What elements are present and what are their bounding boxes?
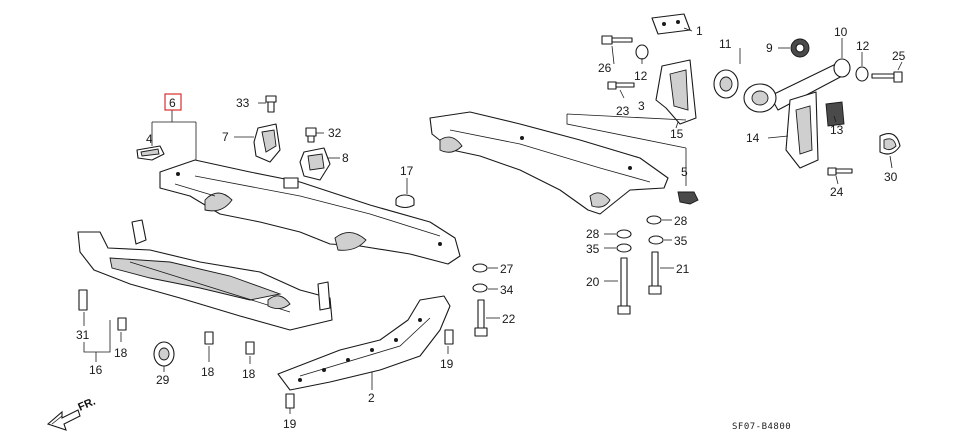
label-part-7: 7: [222, 130, 229, 144]
label-part-4: 4: [146, 132, 153, 146]
label-part-22: 22: [502, 312, 516, 326]
label-part-23: 23: [616, 104, 630, 118]
washers-28-35-27-34: [472, 215, 664, 293]
direction-label: FR.: [76, 396, 97, 414]
label-part-26: 26: [598, 61, 612, 75]
lower-plate-part-2: [277, 295, 451, 391]
label-part-8: 8: [342, 151, 349, 165]
bolt-part-20: [617, 257, 631, 315]
label-part-35-right: 35: [674, 234, 688, 248]
front-crossmember: [159, 159, 461, 265]
label-part-20: 20: [586, 275, 600, 289]
bolt-part-24: [827, 167, 853, 176]
label-part-11: 11: [719, 37, 732, 51]
bolt-part-33: [265, 95, 277, 113]
label-part-29: 29: [156, 373, 170, 387]
cap-part-17: [395, 194, 415, 209]
label-part-28-left: 28: [586, 227, 600, 241]
bracket-part-15: [655, 59, 697, 125]
label-part-16: 16: [89, 363, 103, 377]
label-part-18-right: 18: [242, 367, 256, 381]
label-part-35-left: 35: [586, 242, 600, 256]
label-part-2: 2: [368, 391, 375, 405]
label-part-27: 27: [500, 262, 514, 276]
label-part-19-right: 19: [440, 357, 454, 371]
highlight-box-part-6: [164, 93, 182, 111]
bolt-part-23: [607, 81, 635, 90]
label-part-12-right: 12: [856, 39, 870, 53]
bracket-part-8: [299, 147, 331, 181]
diagram-code: SF07-B4800: [732, 422, 791, 432]
label-part-12-left: 12: [634, 69, 648, 83]
label-part-18-left: 18: [114, 346, 128, 360]
studs-18-19-31: [78, 289, 454, 409]
arrow-left-icon: [46, 409, 81, 431]
trailing-rod-part-10: [743, 58, 851, 113]
nut-part-32: [305, 127, 317, 143]
label-part-6: 6: [169, 96, 176, 110]
stopper-part-5: [677, 191, 699, 205]
label-part-31: 31: [76, 328, 90, 342]
label-part-34: 34: [500, 283, 514, 297]
bracket-part-4: [136, 145, 165, 161]
label-part-17: 17: [400, 164, 414, 178]
label-part-18-mid: 18: [201, 365, 215, 379]
bolt-part-25: [871, 71, 903, 83]
label-part-21: 21: [676, 262, 690, 276]
front-direction-arrow: FR.: [46, 396, 97, 431]
leader-lines: [83, 27, 903, 414]
part-labels: 6 4 7 33 32 8 17 1 3 5 11 9 10 12 25 14 …: [76, 24, 906, 431]
mount-part-1: [651, 13, 691, 35]
mount-part-14: [785, 91, 819, 169]
bushing-part-11: [713, 69, 739, 99]
clamp-part-30: [879, 133, 901, 155]
bolt-part-22: [474, 299, 488, 337]
grommet-part-29: [153, 341, 175, 367]
label-part-14: 14: [746, 131, 760, 145]
under-cover-part-16: [77, 219, 333, 331]
bracket-part-7: [253, 123, 281, 163]
label-part-24: 24: [830, 185, 844, 199]
bolt-part-26: [601, 35, 633, 45]
rear-beam-part-3: [429, 111, 669, 215]
label-part-1: 1: [696, 24, 703, 38]
label-part-28-right: 28: [674, 214, 688, 228]
label-part-15: 15: [670, 127, 684, 141]
label-part-19-bottom: 19: [283, 417, 297, 431]
label-part-5: 5: [681, 165, 688, 179]
label-part-10: 10: [834, 25, 848, 39]
label-part-3: 3: [638, 99, 645, 113]
label-part-33: 33: [236, 96, 250, 110]
bushing-part-13: [825, 101, 845, 127]
label-part-13: 13: [830, 123, 844, 137]
label-part-32: 32: [328, 126, 342, 140]
label-part-25: 25: [892, 49, 906, 63]
bushing-part-9: [790, 38, 810, 58]
label-part-30: 30: [884, 170, 898, 184]
bolt-part-21: [648, 251, 662, 295]
washer-part-12: [635, 44, 869, 82]
label-part-9: 9: [766, 41, 773, 55]
